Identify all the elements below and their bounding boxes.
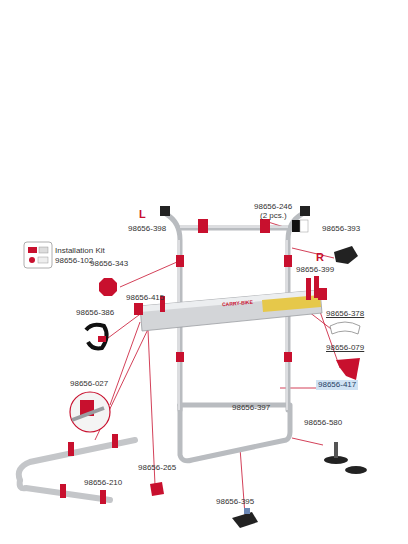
part-number: 98656-399 (296, 265, 334, 275)
part-number: 98656-580 (304, 418, 342, 428)
part-number: 98656-398 (128, 224, 166, 234)
side-marker: L (139, 208, 146, 220)
clamp-393 (334, 246, 358, 264)
part-number: 98656-343 (90, 259, 128, 269)
inset-027 (70, 392, 110, 432)
holder-378 (330, 322, 360, 334)
frame-tubes (166, 214, 302, 461)
holder-079 (336, 358, 360, 380)
cap-343 (99, 278, 117, 296)
part-number: 98656-393 (322, 224, 360, 234)
part-number: 98656-027 (70, 379, 108, 389)
part-number: 98656-395 (216, 497, 254, 507)
rail-platform (134, 276, 327, 331)
part-number: 98656-210 (84, 478, 122, 488)
part-number: 98656-378 (326, 309, 364, 319)
rail-210 (19, 434, 135, 504)
part-number: 98656-415 (126, 293, 164, 303)
part-number: 98656-397 (232, 403, 270, 413)
leader-lines (95, 221, 340, 515)
cap-265 (150, 482, 164, 496)
part-number: 98656-246 (254, 202, 292, 212)
part-number: 98656-265 (138, 463, 176, 473)
top-clamps (160, 206, 310, 362)
feet-580 (324, 442, 367, 474)
installation-kit-icon (24, 242, 52, 268)
kit-label: Installation Kit (55, 246, 105, 256)
part-395 (232, 508, 258, 528)
bracket-246 (292, 220, 308, 232)
part-number: 98656-417 (316, 380, 358, 390)
part-number: (2 pcs.) (260, 211, 287, 221)
part-number: 98656-079 (326, 343, 364, 353)
part-number: 98656-386 (76, 308, 114, 318)
part-number: 98656-102 (55, 256, 93, 266)
strap-386 (86, 325, 107, 349)
side-marker: R (316, 251, 324, 263)
